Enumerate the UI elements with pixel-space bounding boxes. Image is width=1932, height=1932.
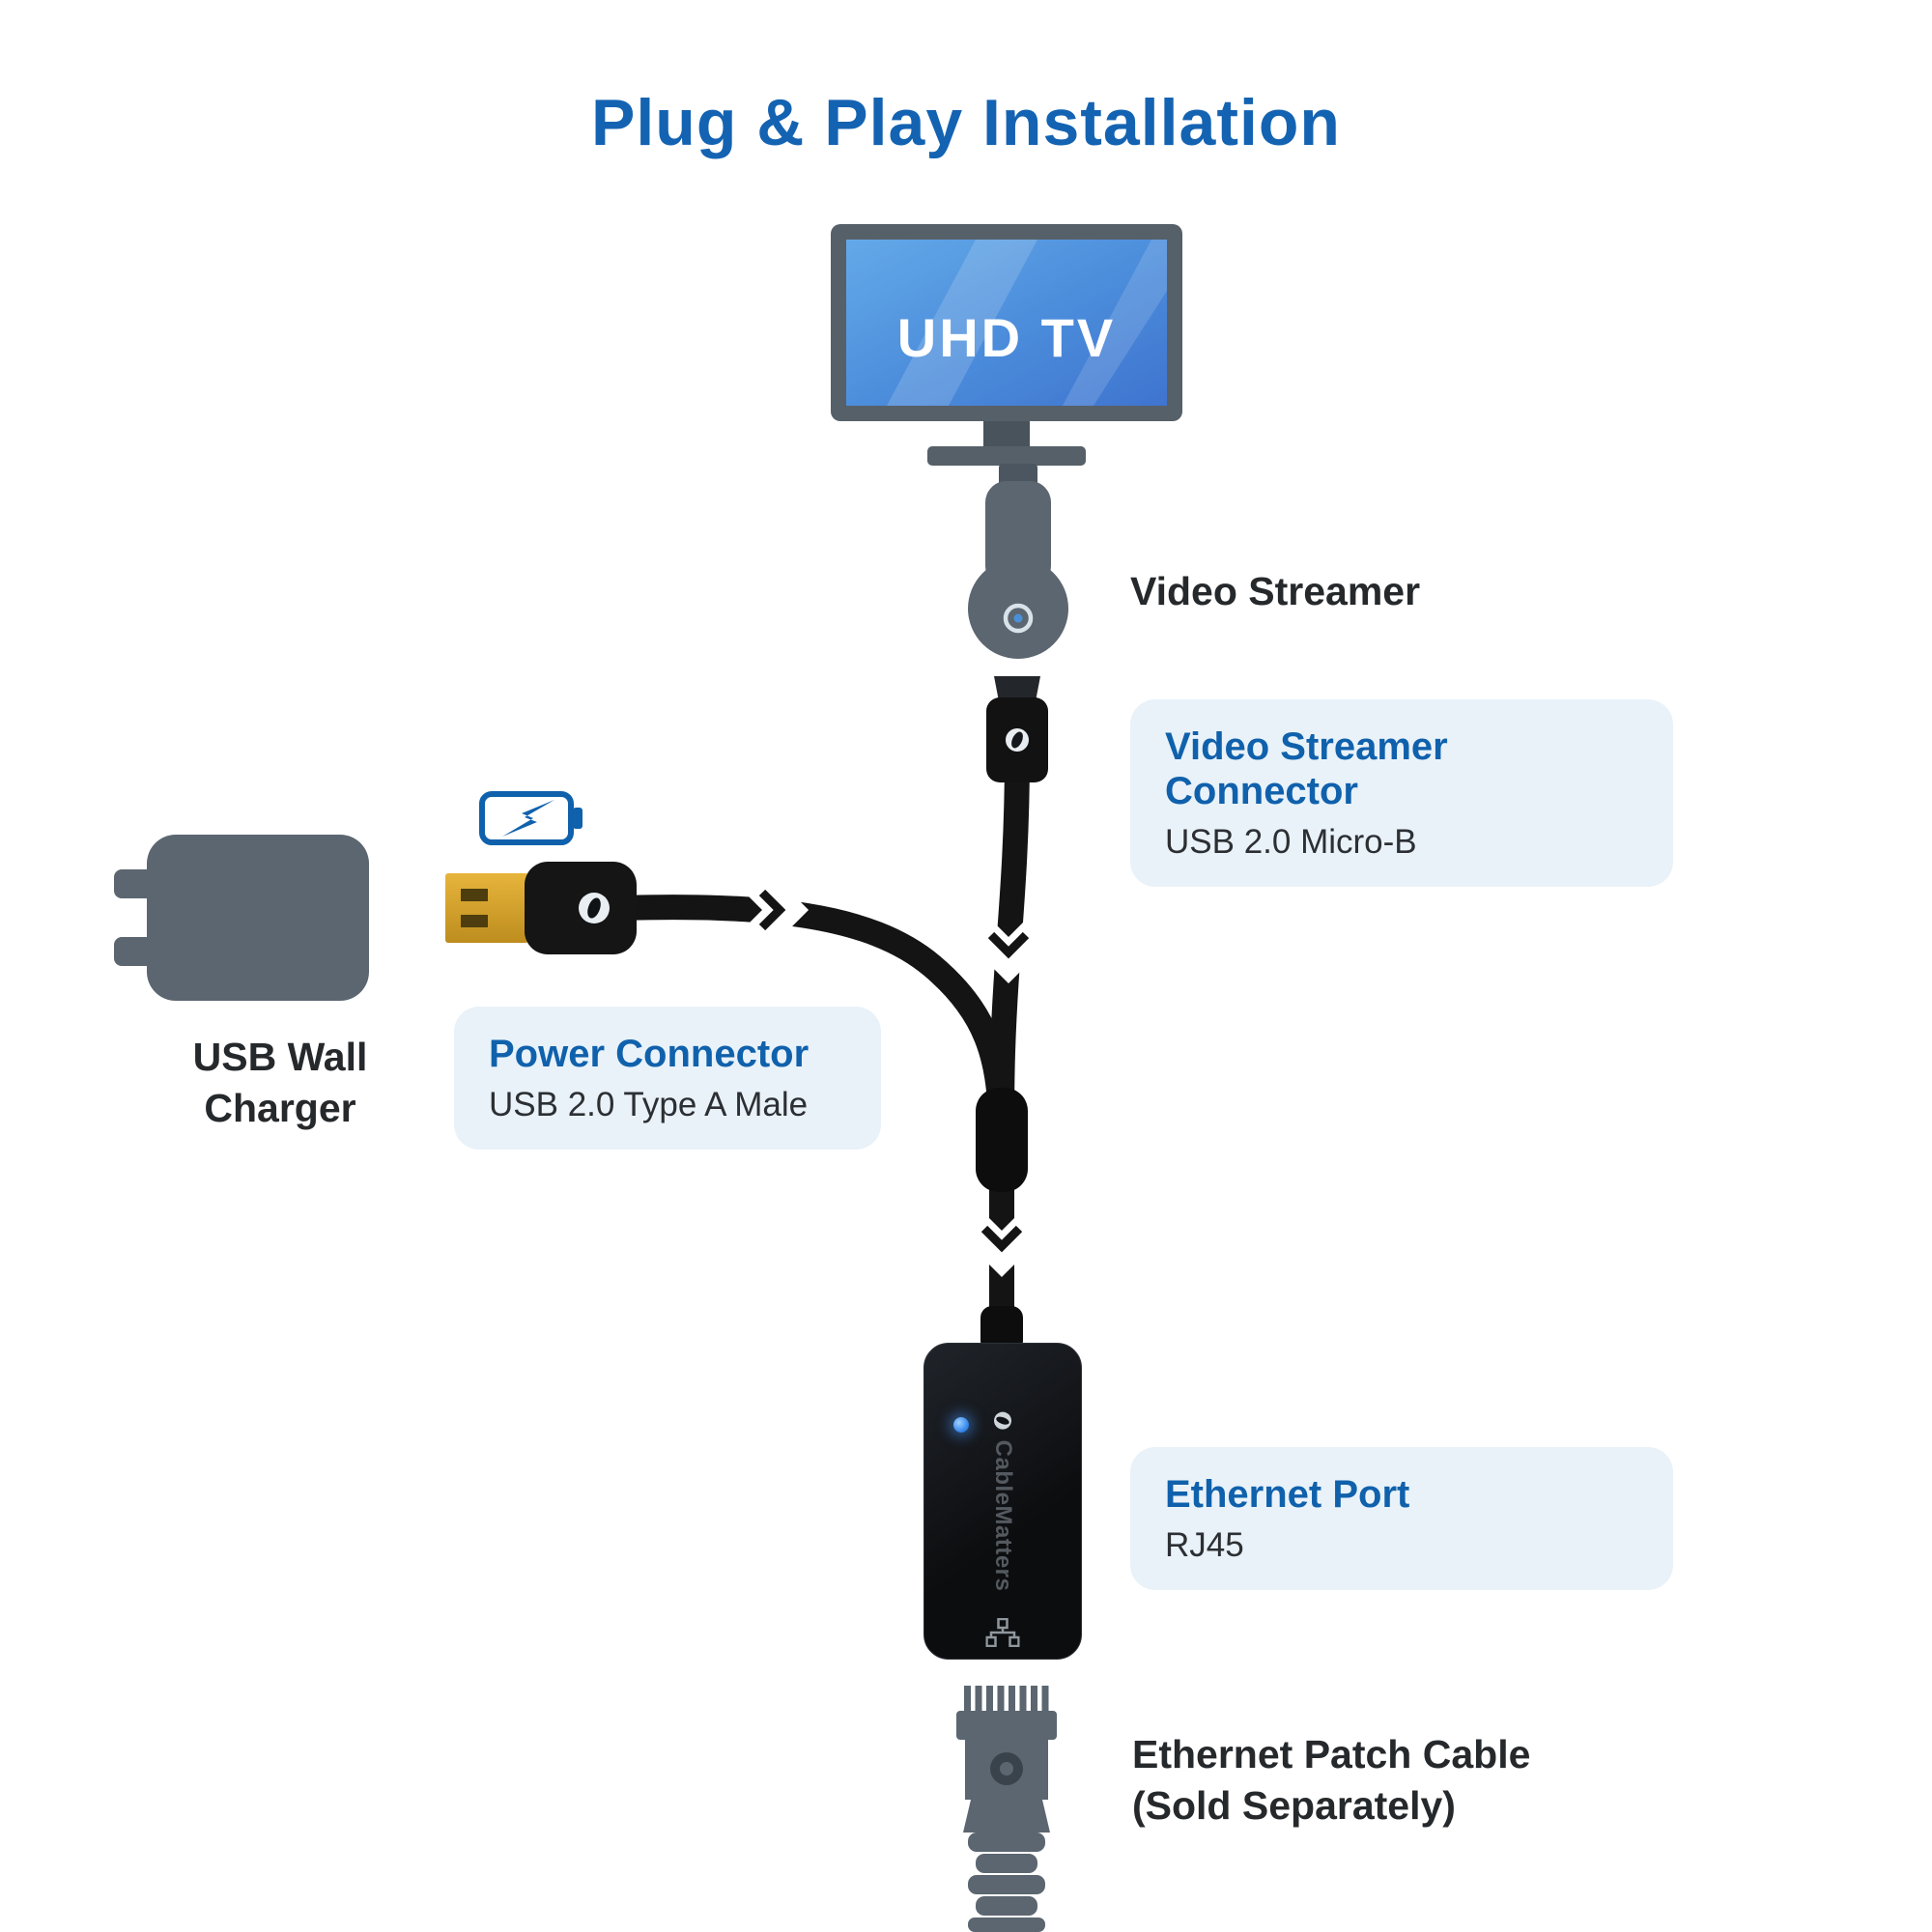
- power-connector-callout: Power Connector USB 2.0 Type A Male: [454, 1007, 881, 1151]
- callout-subtitle: USB 2.0 Type A Male: [489, 1086, 809, 1123]
- ethernet-port-callout: Ethernet Port RJ45: [1130, 1447, 1673, 1591]
- streamer-logo-icon: [1003, 603, 1034, 634]
- usb-wall-charger-illustration: [114, 835, 369, 1001]
- usb-wall-charger-label-line2: Charger: [204, 1086, 356, 1131]
- ethernet-patch-cable-label: Ethernet Patch Cable (Sold Separately): [1132, 1729, 1530, 1833]
- callout-subtitle: USB 2.0 Micro-B: [1165, 823, 1417, 861]
- tv-screen: [846, 240, 1167, 406]
- callout-title: Video Streamer Connector: [1165, 725, 1448, 812]
- adapter-brand-text: CableMatters: [990, 1439, 1016, 1592]
- ethernet-port-icon: [985, 1618, 1020, 1647]
- adapter-strain-relief: [980, 1306, 1023, 1352]
- ethernet-adapter-illustration: CableMatters: [923, 1343, 1082, 1660]
- video-streamer-label: Video Streamer: [1130, 569, 1421, 613]
- video-streamer-connector-callout: Video Streamer Connector USB 2.0 Micro-B: [1130, 699, 1673, 888]
- callout-subtitle: RJ45: [1165, 1526, 1244, 1564]
- tv-screen-label: UHD TV: [897, 307, 1116, 368]
- micro-usb-connector-illustration: [986, 676, 1048, 782]
- uhd-tv-illustration: UHD TV: [831, 224, 1182, 466]
- charger-prong: [114, 869, 155, 898]
- page-title: Plug & Play Installation: [591, 86, 1341, 159]
- adapter-brand: CableMatters: [989, 1411, 1016, 1592]
- brand-ball-icon: [994, 1411, 1011, 1430]
- y-junction-sleeve: [976, 1088, 1028, 1192]
- callout-title: Ethernet Port: [1165, 1473, 1410, 1516]
- led-indicator-icon: [953, 1417, 969, 1433]
- usb-wall-charger-label-line1: USB Wall: [192, 1035, 368, 1079]
- usb-a-connector-illustration: [445, 862, 637, 954]
- callout-title: Power Connector: [489, 1033, 810, 1075]
- usb-wall-charger-label: USB Wall Charger: [116, 1032, 444, 1135]
- charger-prong: [114, 937, 155, 966]
- battery-charging-icon: [479, 791, 582, 845]
- tv-stand-base: [927, 446, 1086, 466]
- video-streamer-illustration: [968, 464, 1068, 659]
- ethernet-patch-cable-label-line1: Ethernet Patch Cable: [1132, 1732, 1531, 1776]
- rj45-plug-illustration: [956, 1686, 1057, 1932]
- ethernet-patch-cable-label-line2: (Sold Separately): [1132, 1783, 1456, 1829]
- tv-stand-neck: [983, 421, 1030, 448]
